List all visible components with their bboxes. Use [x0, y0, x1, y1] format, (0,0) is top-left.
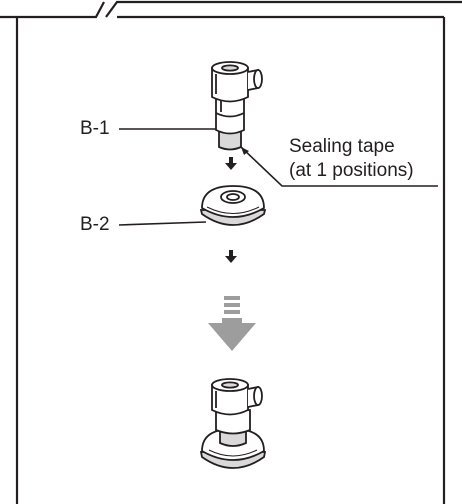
sealing-tape-leader-line — [240, 146, 438, 187]
sealing-tape-arrowhead — [241, 147, 249, 155]
part-b1 — [211, 61, 263, 151]
leader-lines — [118, 128, 438, 226]
down-arrow-icon — [225, 250, 237, 263]
assembled-part — [199, 378, 267, 469]
part-b2 — [199, 185, 267, 226]
process-arrow-icon — [208, 296, 256, 351]
b2-leader-line — [118, 221, 207, 226]
label-b2: B-2 — [80, 214, 110, 235]
label-b1: B-1 — [80, 118, 110, 139]
label-sealing-tape-line1: Sealing tape — [289, 136, 395, 157]
down-arrow-icon — [225, 157, 237, 170]
label-sealing-tape-line2: (at 1 positions) — [289, 160, 414, 181]
